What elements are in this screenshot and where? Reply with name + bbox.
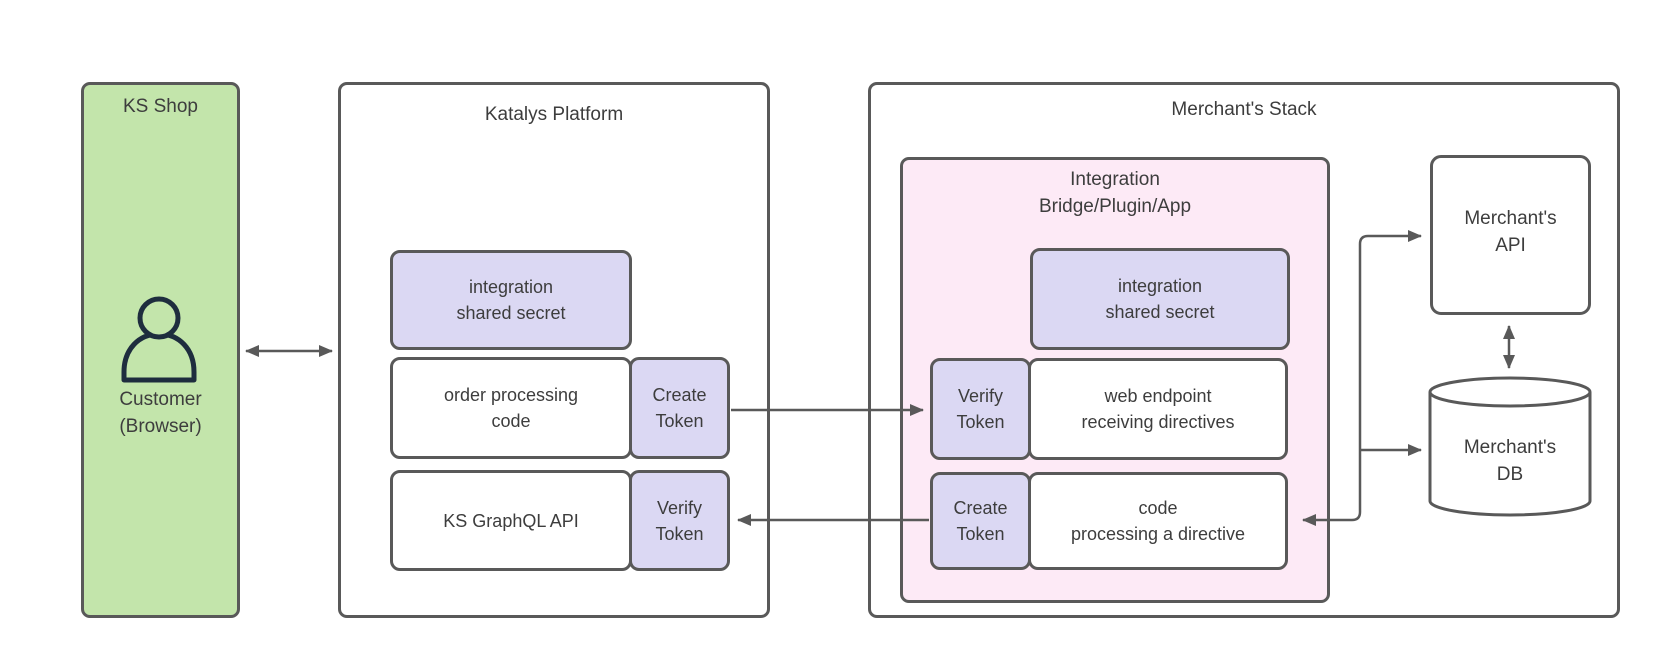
- integration-bridge-title-line1: Integration: [1070, 169, 1160, 190]
- katalys-shared-secret-line1: integration: [468, 277, 554, 297]
- ks-shop-title: KS Shop: [123, 96, 198, 117]
- katalys-shared-secret-node: integration shared secret: [390, 250, 632, 350]
- customer-label: Customer (Browser): [81, 386, 240, 440]
- katalys-verify-token-line1: Verify: [656, 497, 703, 518]
- order-processing-line1: order processing: [443, 385, 579, 405]
- katalys-create-token-line1: Create: [652, 385, 707, 405]
- bridge-shared-secret-line1: integration: [1117, 276, 1203, 296]
- katalys-shared-secret-line2: shared secret: [456, 303, 566, 323]
- bridge-verify-token-line1: Verify: [957, 386, 1004, 406]
- merchant-api-label: Merchant's API: [1430, 205, 1591, 259]
- merchant-db-line2: DB: [1496, 464, 1524, 485]
- katalys-create-token-line2: Token: [655, 411, 704, 431]
- ks-shop-container: [81, 82, 240, 618]
- merchant-db-line1: Merchant's: [1463, 437, 1557, 458]
- bridge-shared-secret-node: integration shared secret: [1030, 248, 1290, 350]
- merchant-api-line2: API: [1495, 235, 1526, 256]
- customer-label-line1: Customer: [119, 389, 202, 410]
- bridge-verify-token-line2: Token: [956, 412, 1005, 432]
- merchant-api-line1: Merchant's: [1464, 208, 1557, 229]
- order-processing-code-node: order processing code: [390, 357, 632, 459]
- web-endpoint-line1: web endpoint: [1104, 386, 1212, 406]
- web-endpoint-node: web endpoint receiving directives: [1028, 358, 1288, 460]
- katalys-create-token-node: Create Token: [629, 357, 730, 459]
- bridge-verify-token-node: Verify Token: [930, 358, 1031, 460]
- integration-bridge-title: Integration Bridge/Plugin/App: [900, 166, 1330, 220]
- integration-bridge-title-line2: Bridge/Plugin/App: [1038, 196, 1192, 217]
- merchant-api-box: [1430, 155, 1591, 315]
- katalys-verify-token-node: Verify Token: [629, 470, 730, 571]
- order-processing-line2: code: [491, 411, 531, 431]
- code-processing-line1: code: [1138, 498, 1178, 518]
- customer-label-line2: (Browser): [119, 416, 202, 437]
- katalys-platform-title: Katalys Platform: [484, 104, 624, 125]
- code-processing-line2: processing a directive: [1070, 524, 1246, 544]
- ks-graphql-api-label: KS GraphQL API: [443, 510, 579, 531]
- code-processing-node: code processing a directive: [1028, 472, 1288, 570]
- merchant-db-label: Merchant's DB: [1430, 434, 1590, 488]
- web-endpoint-line2: receiving directives: [1081, 412, 1235, 432]
- bridge-create-token-node: Create Token: [930, 472, 1031, 570]
- bridge-shared-secret-line2: shared secret: [1105, 302, 1215, 322]
- merchant-stack-title: Merchant's Stack: [1171, 99, 1317, 120]
- ks-graphql-api-node: KS GraphQL API: [390, 470, 632, 571]
- bridge-create-token-line2: Token: [956, 524, 1005, 544]
- katalys-verify-token-line2: Token: [655, 523, 704, 544]
- bridge-create-token-line1: Create: [953, 498, 1008, 518]
